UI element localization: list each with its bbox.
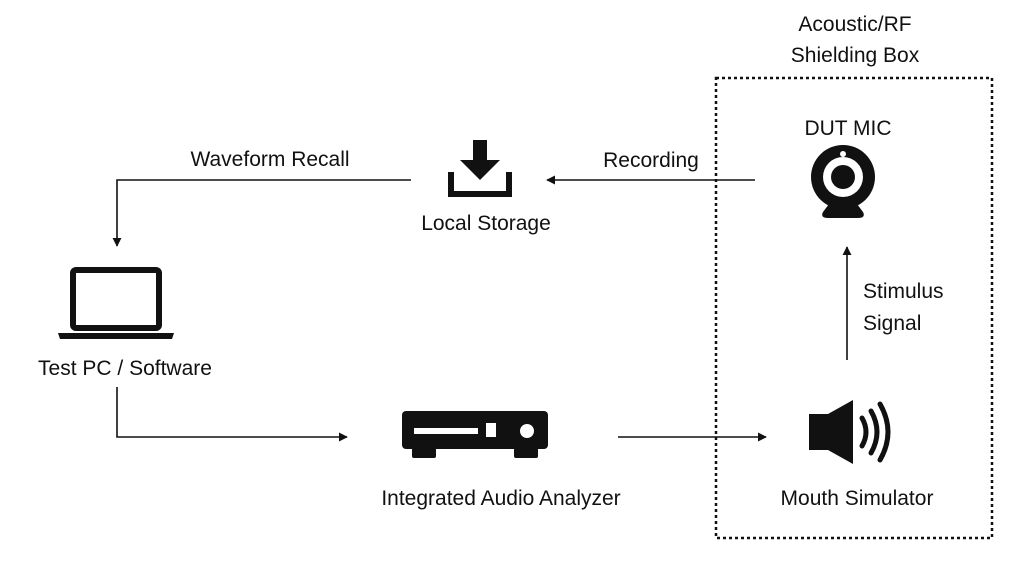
stimulus-label-line1: Stimulus — [863, 280, 944, 303]
waveform-recall-label: Waveform Recall — [190, 148, 350, 171]
waveform-recall-arrow — [112, 179, 411, 247]
recording-label: Recording — [603, 149, 699, 172]
webcam-icon — [811, 145, 875, 218]
stimulus-label-line2: Signal — [863, 312, 922, 335]
pc-to-analyzer-arrow — [116, 387, 348, 442]
local-storage-label: Local Storage — [421, 212, 551, 235]
laptop-icon — [58, 267, 174, 339]
audio-analyzer-device-icon — [402, 411, 548, 458]
test-pc-label: Test PC / Software — [38, 357, 212, 380]
download-icon — [448, 140, 512, 197]
dut-mic-label: DUT MIC — [804, 117, 892, 140]
shielding-box-label-line2: Shielding Box — [790, 44, 920, 67]
mouth-simulator-label: Mouth Simulator — [780, 487, 934, 510]
speaker-icon — [809, 400, 891, 464]
shielding-box-border — [714, 76, 994, 540]
shielding-box-label-line1: Acoustic/RF — [798, 13, 912, 36]
audio-analyzer-label: Integrated Audio Analyzer — [381, 487, 621, 510]
